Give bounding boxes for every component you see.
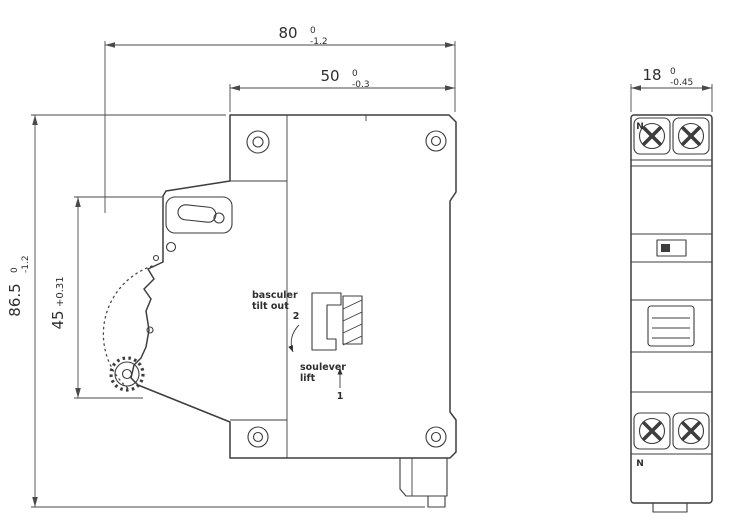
mounting-boss-bottom-left xyxy=(247,426,269,448)
tilt-step-number: 2 xyxy=(293,311,300,322)
clip-sketch-spring xyxy=(342,295,363,346)
dimensions: 80 0 -1.2 50 0 -0.3 86.5 0 -1.2 xyxy=(6,24,713,508)
dim-18-tol-lower: -0.45 xyxy=(670,78,693,88)
tilt-label-en: tilt out xyxy=(252,301,289,312)
clip-sketch-hook xyxy=(311,292,342,351)
front-toggle xyxy=(647,305,695,347)
mounting-boss-bottom-right xyxy=(425,426,447,448)
gear-icon xyxy=(109,356,145,392)
lever-travel-arc xyxy=(102,265,153,391)
screw-terminal-icon xyxy=(677,417,705,445)
dim-80-tol-upper: 0 xyxy=(310,26,316,36)
dim-80-value: 80 xyxy=(278,24,297,42)
lift-step-number: 1 xyxy=(337,391,344,402)
neutral-label-top: N xyxy=(636,122,644,132)
front-view-outline xyxy=(630,114,713,504)
screw-terminal-icon xyxy=(677,122,705,150)
housing-pin-small xyxy=(152,254,160,262)
dim-18-tol-upper: 0 xyxy=(670,67,676,77)
toggle-lever xyxy=(165,196,233,234)
front-view: N N xyxy=(630,114,713,513)
mounting-boss-top-left xyxy=(246,130,270,154)
front-bottom-tab xyxy=(652,502,688,513)
dimension-total-width: 80 0 -1.2 xyxy=(104,24,456,213)
dim-50-value: 50 xyxy=(320,67,339,85)
neutral-label-bottom: N xyxy=(636,459,644,469)
screw-terminal-icon xyxy=(638,122,666,150)
dimension-handle-height: 45 +0.31 xyxy=(49,196,162,399)
dimension-front-width: 18 0 -0.45 xyxy=(630,66,713,112)
dim-45-value: 45 xyxy=(49,310,67,329)
dim-45-tolerance: +0.31 xyxy=(55,276,66,307)
terminal-block-bottom-right xyxy=(672,412,710,450)
din-rail-clip xyxy=(399,458,448,508)
dim-50-tol-lower: -0.3 xyxy=(352,80,370,90)
front-section-lines xyxy=(631,159,712,455)
dim-86-value: 86.5 xyxy=(6,283,24,316)
dim-80-tol-lower: -1.2 xyxy=(310,37,328,47)
screw-terminal-icon xyxy=(638,417,666,445)
mounting-instructions: basculer tilt out 2 soulever lift 1 xyxy=(252,290,363,402)
lift-label-en: lift xyxy=(300,373,316,384)
terminal-block-top-left xyxy=(633,117,671,155)
dim-50-tol-upper: 0 xyxy=(352,69,358,79)
lift-label-fr: soulever xyxy=(300,362,346,373)
front-notch-pin xyxy=(146,326,154,334)
tilt-label-fr: basculer xyxy=(252,290,298,301)
side-view: basculer tilt out 2 soulever lift 1 xyxy=(102,114,457,508)
dimension-total-height: 86.5 0 -1.2 xyxy=(6,114,425,508)
terminal-block-bottom-left xyxy=(633,412,671,450)
side-view-outline xyxy=(130,114,457,459)
dimension-body-width: 50 0 -0.3 xyxy=(229,67,455,112)
dim-86-tol-lower: -1.2 xyxy=(21,255,31,273)
indicator-window xyxy=(656,239,687,257)
dim-18-value: 18 xyxy=(642,66,661,84)
mounting-boss-top-right xyxy=(425,130,447,152)
housing-pin-large xyxy=(165,241,177,253)
dim-86-tol-upper: 0 xyxy=(10,267,20,273)
tilt-arrow-icon xyxy=(288,324,300,353)
terminal-block-top-right xyxy=(672,117,710,155)
